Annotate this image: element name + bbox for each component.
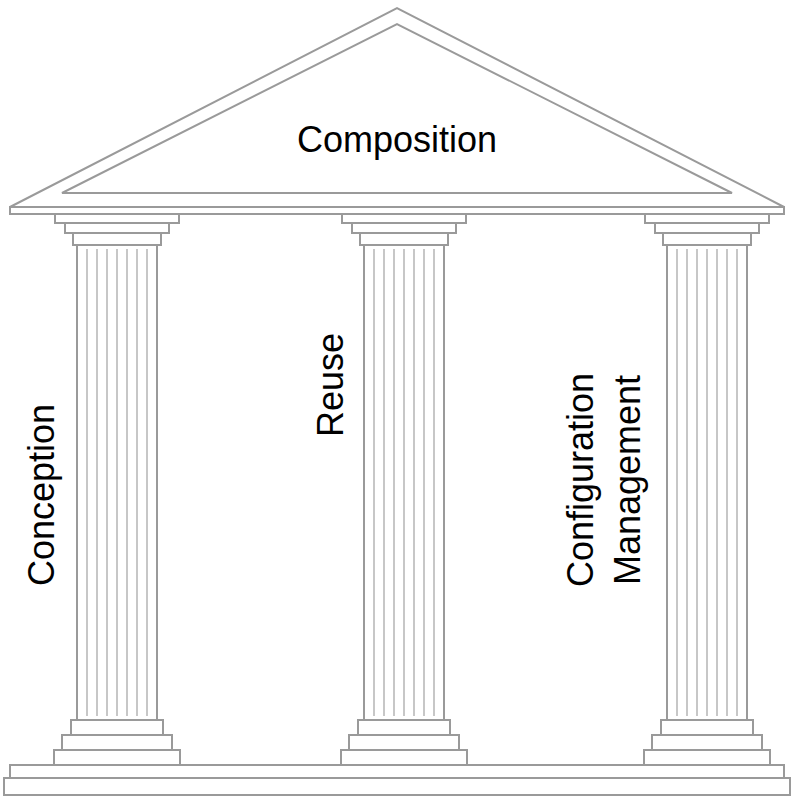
pillar-name: Configuration Management — [558, 349, 652, 611]
column-flute — [686, 249, 688, 716]
column-shaft — [77, 245, 157, 720]
column-flute — [403, 249, 405, 716]
column — [644, 214, 770, 765]
column-flute — [423, 249, 425, 716]
column-flute — [373, 249, 375, 716]
column-shaft — [364, 245, 444, 720]
column-flute — [696, 249, 698, 716]
column-flute — [86, 249, 88, 716]
capital-neck — [73, 233, 161, 245]
column-flute — [433, 249, 435, 716]
column-flute — [116, 249, 118, 716]
pediment-outer — [10, 8, 784, 207]
base-torus — [661, 720, 753, 735]
pediment-title: Composition — [297, 117, 497, 164]
column — [54, 214, 180, 765]
column-flute — [383, 249, 385, 716]
column-shaft — [667, 245, 747, 720]
base-step — [54, 750, 180, 765]
column-flute — [393, 249, 395, 716]
column-flute — [136, 249, 138, 716]
platform-base — [4, 778, 790, 795]
temple-columns — [54, 214, 770, 765]
capital-echinus — [352, 223, 456, 233]
column-flute — [706, 249, 708, 716]
base-step — [644, 750, 770, 765]
pillar-name: Reuse — [308, 333, 355, 437]
column-flute — [716, 249, 718, 716]
temple-platform — [4, 765, 790, 795]
pillar-name: Conception — [19, 404, 66, 586]
base-torus — [358, 720, 450, 735]
capital-neck — [360, 233, 448, 245]
capital-echinus — [655, 223, 759, 233]
column — [341, 214, 467, 765]
base-torus — [71, 720, 163, 735]
pillar-label: Conception — [14, 330, 70, 660]
column-flute — [676, 249, 678, 716]
column-flute — [726, 249, 728, 716]
architrave-band — [10, 207, 784, 214]
capital-abacus — [645, 214, 769, 223]
base-plinth — [62, 735, 172, 750]
base-plinth — [349, 735, 459, 750]
column-flute — [413, 249, 415, 716]
capital-echinus — [65, 223, 169, 233]
column-flute — [126, 249, 128, 716]
column-flute — [106, 249, 108, 716]
base-plinth — [652, 735, 762, 750]
column-flute — [96, 249, 98, 716]
pediment-outline — [10, 8, 784, 207]
column-flute — [146, 249, 148, 716]
capital-abacus — [55, 214, 179, 223]
capital-abacus — [342, 214, 466, 223]
pillar-label: Configuration Management — [548, 295, 662, 665]
platform-step — [10, 765, 784, 778]
pediment-inner — [62, 24, 732, 193]
capital-neck — [663, 233, 751, 245]
temple-frieze — [10, 207, 784, 214]
base-step — [341, 750, 467, 765]
pillar-label: Reuse — [303, 295, 359, 475]
column-flute — [736, 249, 738, 716]
pediment-roof: Composition — [10, 8, 784, 207]
